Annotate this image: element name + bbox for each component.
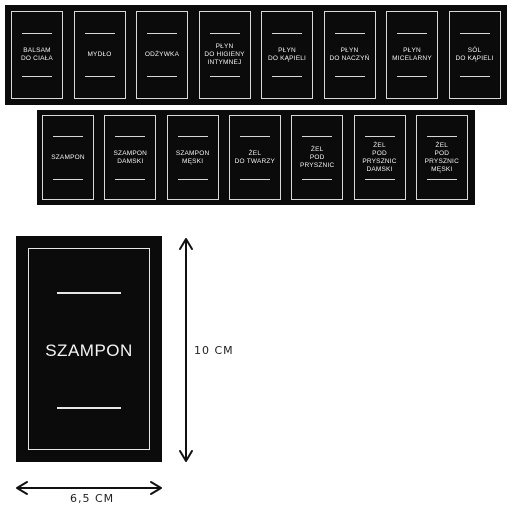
label-top-line [397,33,427,34]
height-dimension-label: 10 CM [194,344,234,357]
label-bottom-line [84,76,115,77]
featured-label: SZAMPON [16,236,162,462]
label-text: MYDŁO [87,51,112,58]
label-text: SZAMPON [51,153,85,161]
label-text: PŁYN DO NACZYŃ [329,47,370,62]
label-text: SÓL DO KĄPIELI [455,47,494,62]
product-label: ODŻYWKA [136,11,188,99]
label-bottom-line [22,76,52,77]
label-top-line [209,33,240,34]
product-label: SÓL DO KĄPIELI [448,11,501,99]
label-text: ŻEL DO TWARZY [234,149,276,165]
label-text: PŁYN DO HIGIENY INTYMNEJ [204,43,245,66]
label-top-line [115,135,146,137]
label-top-line [272,33,302,34]
label-top-line [334,33,365,34]
featured-label-bottom-line [57,407,121,409]
product-label: SZAMPON [42,115,94,200]
product-label: MYDŁO [73,11,126,99]
product-label: PŁYN MICELARNY [386,11,438,99]
label-top-line [177,135,208,137]
label-bottom-line [272,76,302,77]
label-text: ŻEL POD PRYSZNIC [300,145,335,169]
label-top-line [147,33,177,34]
label-top-line [53,135,83,137]
label-top-line [426,135,457,137]
label-text: ŻEL POD PRYSZNIC MĘSKI [424,141,459,173]
label-text: ŻEL POD PRYSZNIC DAMSKI [362,141,397,173]
label-top-line [22,33,52,34]
product-label: SZAMPON DAMSKI [104,115,157,200]
label-top-line [459,33,490,34]
label-bottom-line [334,76,365,77]
label-text: ODŻYWKA [144,51,180,58]
featured-label-frame [28,248,150,450]
product-label: BALSAM DO CIAŁA [11,11,63,99]
label-text: SZAMPON DAMSKI [113,149,148,165]
label-bottom-line [426,178,457,180]
label-bottom-line [239,178,270,180]
featured-label-text: SZAMPON [45,341,133,360]
product-label: SZAMPON MĘSKI [166,115,219,200]
label-top-line [84,33,115,34]
label-bottom-line [302,178,333,180]
featured-label-top-line [57,292,121,294]
label-bottom-line [364,178,395,180]
label-top-line [239,135,270,137]
bottom-label-strip: SZAMPON SZAMPON DAMSKI SZAMPON MĘSKI ŻEL DO… [37,110,475,205]
label-bottom-line [397,76,427,77]
label-top-line [364,135,395,137]
label-text: SZAMPON MĘSKI [175,149,210,165]
label-bottom-line [147,76,177,77]
label-text: BALSAM DO CIAŁA [21,47,53,62]
label-top-line [302,135,333,137]
product-label: ŻEL DO TWARZY [228,115,281,200]
product-label: ŻEL POD PRYSZNIC DAMSKI [353,115,406,200]
width-dimension-label: 6,5 CM [70,492,115,505]
label-bottom-line [459,76,490,77]
label-text: PŁYN DO KĄPIELI [267,47,307,62]
product-label: PŁYN DO KĄPIELI [261,11,313,99]
label-bottom-line [115,178,146,180]
label-bottom-line [53,178,83,180]
product-label: ŻEL POD PRYSZNIC MĘSKI [415,115,468,200]
label-bottom-line [177,178,208,180]
product-label: ŻEL POD PRYSZNIC [291,115,344,200]
product-label: PŁYN DO NACZYŃ [323,11,376,99]
label-text: PŁYN MICELARNY [392,47,432,62]
label-bottom-line [209,76,240,77]
top-label-strip: BALSAM DO CIAŁA MYDŁO ODŻYWKA PŁYN DO HIGIE… [5,5,507,105]
product-label: PŁYN DO HIGIENY INTYMNEJ [198,11,251,99]
